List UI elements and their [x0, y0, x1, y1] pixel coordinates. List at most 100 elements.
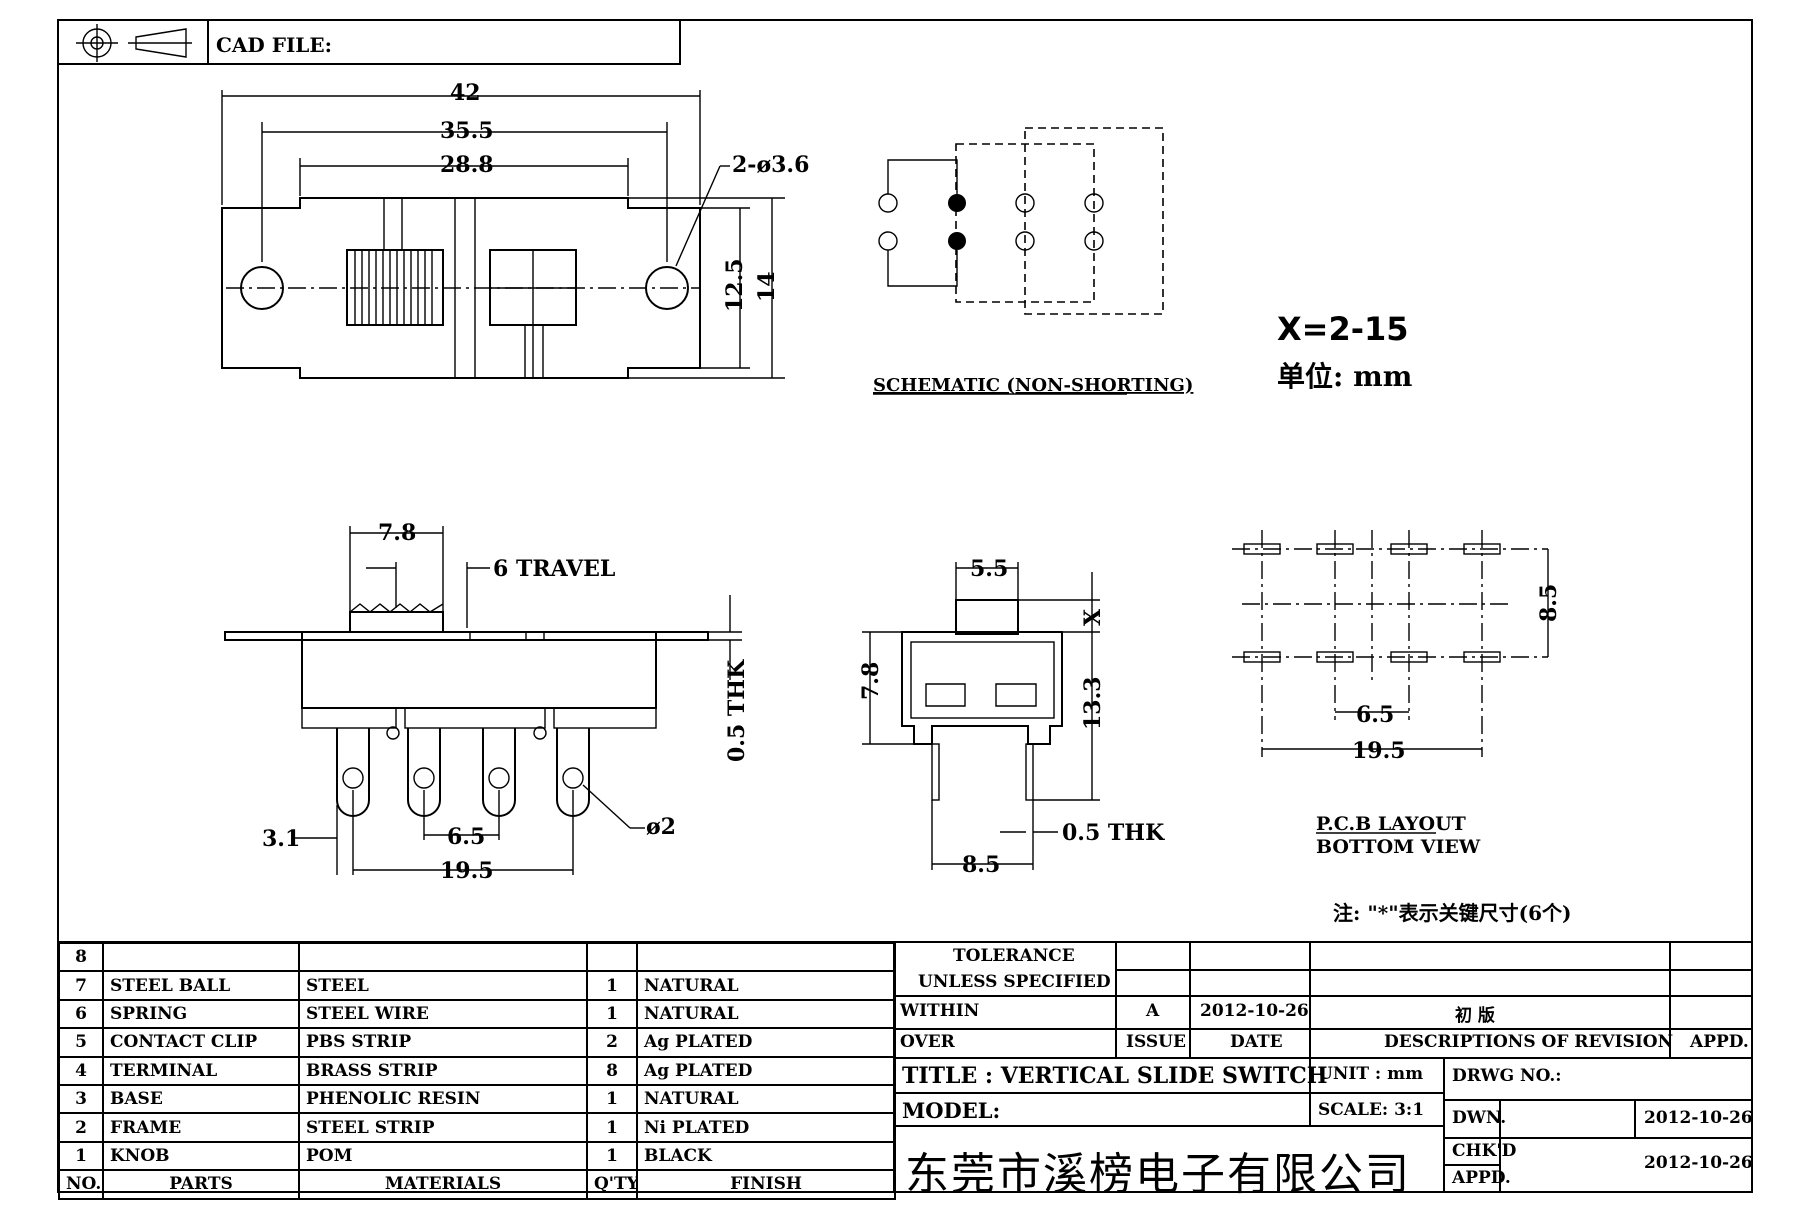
end-dim-right-h: 13.3	[1080, 676, 1106, 730]
bom-qty-cell: 1	[586, 1083, 638, 1115]
side-dim-thk: 0.5 THK	[724, 659, 750, 762]
bom-no-cell: 5	[58, 1027, 104, 1058]
top-view: 42 35.5 28.8 2-ø3.6 12.5 14	[221, 80, 809, 379]
bom-header-finish: FINISH	[636, 1169, 896, 1200]
bom-part-cell	[102, 941, 300, 973]
appd-2-label: APPD.	[1452, 1168, 1511, 1188]
revision-date: 2012-10-26	[1200, 1001, 1309, 1021]
end-dim-pin-span: 8.5	[962, 852, 1000, 878]
drawing-title: TITLE : VERTICAL SLIDE SWITCH	[902, 1063, 1328, 1089]
bom-qty-cell: 1	[586, 970, 638, 1001]
bom-no-cell: 6	[58, 998, 104, 1030]
side-dim-edge: 3.1	[262, 826, 300, 852]
bom-finish-cell: NATURAL	[636, 970, 896, 1001]
bom-header-materials: MATERIALS	[298, 1169, 588, 1200]
dwn-label: DWN.	[1452, 1108, 1507, 1128]
issue-value: A	[1146, 1001, 1160, 1021]
dim-hole-pitch: 35.5	[440, 118, 494, 144]
end-dim-left-h: 7.8	[858, 662, 884, 700]
pcb-caption: P.C.B LAYOUT	[1316, 813, 1466, 835]
chkd-date: 2012-10-26	[1644, 1153, 1753, 1173]
cad-file-label: CAD FILE:	[216, 33, 332, 57]
end-dim-knob: 5.5	[970, 556, 1008, 582]
bom-no-cell: 1	[58, 1140, 104, 1172]
bom-finish-cell: NATURAL	[636, 998, 896, 1030]
bom-qty-cell: 2	[586, 1027, 638, 1058]
dim-height-outer: 14	[754, 271, 780, 302]
bom-material-cell: STEEL STRIP	[298, 1112, 588, 1143]
side-dim-pin-hole: ø2	[646, 814, 676, 840]
within-label: WITHIN	[900, 1001, 980, 1021]
chkd-label: CHK'D	[1452, 1141, 1517, 1161]
bom-part-cell: TERMINAL	[102, 1055, 300, 1086]
bom-material-cell	[298, 941, 588, 973]
bom-qty-cell: 8	[586, 1055, 638, 1086]
bom-material-cell: STEEL	[298, 970, 588, 1001]
bom-qty-cell	[586, 941, 638, 973]
bom-part-cell: CONTACT CLIP	[102, 1027, 300, 1058]
bom-part-cell: STEEL BALL	[102, 970, 300, 1001]
bom-no-cell: 8	[58, 941, 104, 973]
bom-material-cell: BRASS STRIP	[298, 1055, 588, 1086]
model-label: MODEL:	[902, 1098, 1001, 1123]
unit-field: UNIT : mm	[1318, 1064, 1424, 1084]
side-dim-travel: 6 TRAVEL	[493, 556, 615, 582]
bom-finish-cell: Ag PLATED	[636, 1027, 896, 1058]
bom-header-no: NO.	[58, 1169, 104, 1200]
bom-material-cell: STEEL WIRE	[298, 998, 588, 1030]
side-dim-span: 19.5	[440, 858, 494, 884]
pcb-dim-pitch: 6.5	[1356, 702, 1394, 728]
bom-finish-cell: Ag PLATED	[636, 1055, 896, 1086]
unit-note: 单位: mm	[1277, 360, 1412, 393]
pcb-caption-2: BOTTOM VIEW	[1316, 836, 1481, 858]
bom-qty-cell: 1	[586, 1140, 638, 1172]
dwn-date: 2012-10-26	[1644, 1108, 1753, 1128]
drawing-frame	[57, 19, 1753, 1193]
pcb-dim-span: 19.5	[1352, 738, 1406, 764]
bom-material-cell: PHENOLIC RESIN	[298, 1083, 588, 1115]
scale-field: SCALE: 3:1	[1318, 1100, 1425, 1120]
bom-no-cell: 7	[58, 970, 104, 1001]
bom-finish-cell: NATURAL	[636, 1083, 896, 1115]
tolerance-label: TOLERANCE	[953, 946, 1075, 966]
bom-header-parts: PARTS	[102, 1169, 300, 1200]
revision-description: 初 版	[1455, 1006, 1495, 1026]
schematic-caption: SCHEMATIC (NON-SHORTING)	[873, 375, 1193, 396]
bom-no-cell: 2	[58, 1112, 104, 1143]
bom-no-cell: 3	[58, 1083, 104, 1115]
dim-overall: 42	[450, 80, 481, 106]
projection-symbol-icon	[76, 24, 192, 62]
bom-qty-cell: 1	[586, 998, 638, 1030]
bom-no-cell: 4	[58, 1055, 104, 1086]
footnote: 注: "*"表示关键尺寸(6个)	[1333, 901, 1572, 925]
bom-finish-cell: Ni PLATED	[636, 1112, 896, 1143]
schematic: SCHEMATIC (NON-SHORTING)	[873, 127, 1193, 396]
bom-part-cell: FRAME	[102, 1112, 300, 1143]
bom-material-cell: PBS STRIP	[298, 1027, 588, 1058]
side-view: 7.8 6 TRAVEL 0.5 THK 3.1 6.5 19.5 ø2	[224, 520, 750, 884]
bom-part-cell: BASE	[102, 1083, 300, 1115]
bom-qty-cell: 1	[586, 1112, 638, 1143]
bom-row: 8	[58, 941, 896, 973]
descriptions-label: DESCRIPTIONS OF REVISION	[1384, 1032, 1674, 1052]
drawing-number-label: DRWG NO.:	[1452, 1066, 1562, 1086]
dim-height-inner: 12.5	[722, 258, 748, 312]
side-dim-pitch: 6.5	[447, 824, 485, 850]
end-view: 8.5 5.5 X 13.3 7.8 0.5 THK	[858, 556, 1165, 878]
dim-holes: 2-ø3.6	[732, 152, 809, 178]
end-dim-x: X	[1080, 608, 1106, 626]
side-dim-knob: 7.8	[378, 520, 416, 546]
pcb-layout: 8.5 6.5 19.5 P.C.B LAYOUT BOTTOM VIEW	[1232, 530, 1562, 858]
bom-header-qty: Q'TY	[586, 1169, 638, 1200]
date-label: DATE	[1230, 1032, 1283, 1052]
end-dim-thk: 0.5 THK	[1062, 820, 1165, 846]
bom-part-cell: SPRING	[102, 998, 300, 1030]
unless-specified-label: UNLESS SPECIFIED	[918, 972, 1111, 992]
over-label: OVER	[900, 1032, 955, 1052]
